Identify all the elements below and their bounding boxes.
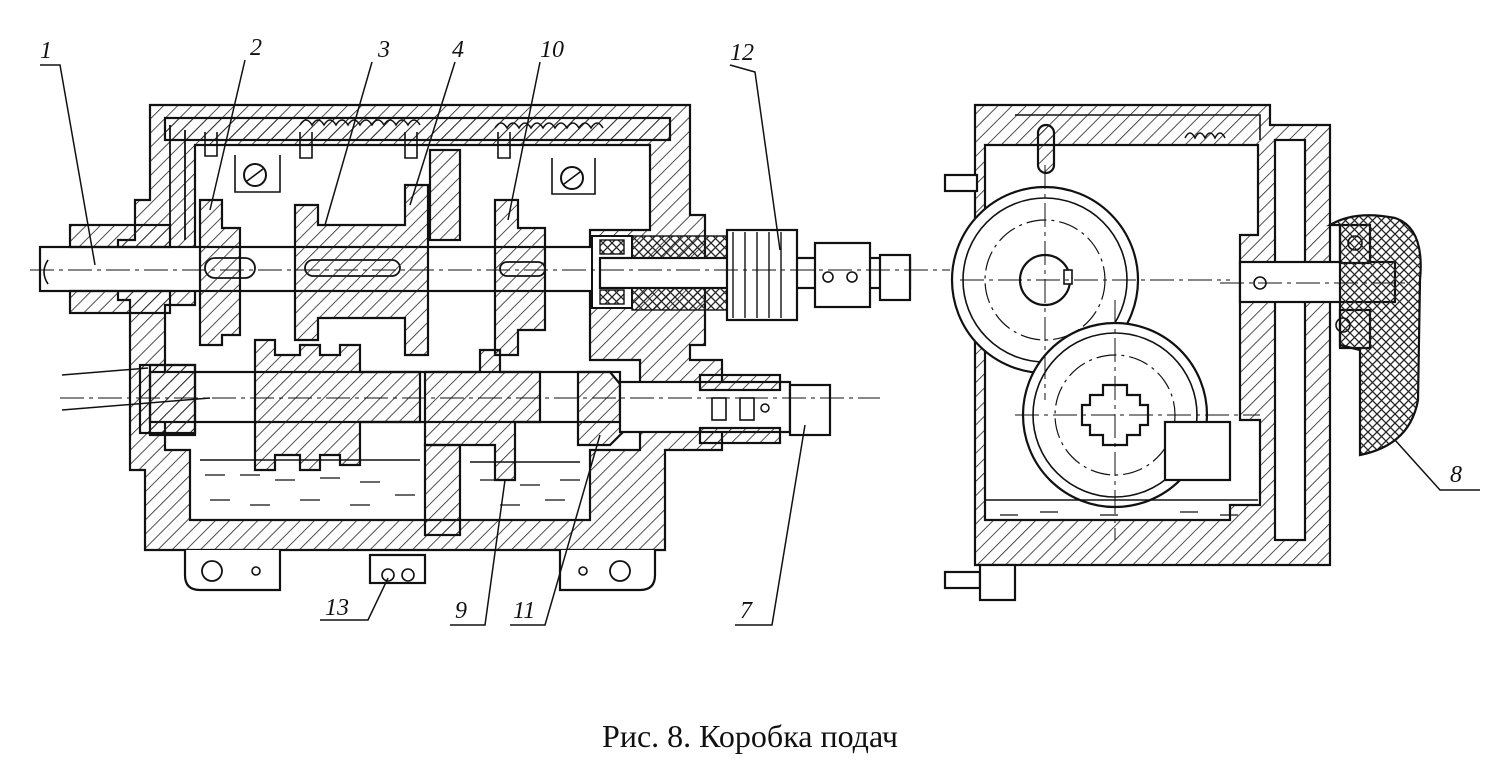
gear-10 bbox=[493, 198, 547, 357]
part-label-13: 13 bbox=[325, 595, 349, 621]
part-label-10: 10 bbox=[540, 37, 564, 63]
part-label-12: 12 bbox=[730, 40, 754, 66]
coupling-lower bbox=[788, 383, 832, 437]
inspection-hole-right bbox=[560, 166, 584, 190]
coupling-upper bbox=[813, 241, 872, 309]
leader-12 bbox=[729, 64, 781, 251]
part-label-8: 8 bbox=[1450, 462, 1462, 488]
leader-10 bbox=[507, 61, 541, 221]
part-label-2: 2 bbox=[250, 35, 262, 61]
gear-block-3-4 bbox=[293, 183, 430, 357]
inspection-hole-left bbox=[243, 163, 267, 187]
part-label-3: 3 bbox=[377, 37, 390, 63]
gear-9 bbox=[423, 348, 542, 482]
part-label-11: 11 bbox=[513, 598, 535, 624]
oil-level bbox=[200, 459, 580, 463]
figure-caption: Рис. 8. Коробка подач bbox=[602, 718, 898, 754]
internal-wall bbox=[428, 148, 462, 242]
leader-7 bbox=[735, 424, 806, 626]
leader-3 bbox=[324, 61, 373, 226]
gear-block-lower bbox=[253, 338, 422, 472]
cross-section-view bbox=[943, 103, 1480, 602]
leader-1 bbox=[40, 64, 96, 266]
part-label-4: 4 bbox=[452, 37, 464, 63]
cover-lip bbox=[169, 125, 186, 240]
leader-4 bbox=[409, 61, 456, 206]
internal-wall-lower bbox=[423, 443, 462, 537]
cover-spring-right bbox=[494, 122, 604, 130]
leader-8 bbox=[1394, 439, 1480, 491]
leader-13 bbox=[320, 577, 389, 621]
mounting-foot-right bbox=[558, 550, 657, 592]
handle-8 bbox=[1326, 214, 1422, 457]
leader-2 bbox=[209, 59, 246, 211]
leader-9 bbox=[450, 479, 506, 626]
leader-11 bbox=[510, 434, 601, 626]
feed-gearbox-drawing: 1 2 3 4 10 12 13 9 11 7 8 bbox=[30, 35, 1480, 626]
clutch-12 bbox=[725, 228, 799, 322]
clutch-11 bbox=[576, 370, 627, 447]
cover-spring bbox=[299, 119, 421, 127]
part-label-7: 7 bbox=[740, 598, 753, 624]
part-label-1: 1 bbox=[40, 38, 52, 64]
gear-2 bbox=[198, 198, 242, 347]
side-spring bbox=[1184, 132, 1226, 140]
drain-plug-13 bbox=[368, 553, 427, 585]
longitudinal-section-view bbox=[30, 59, 950, 626]
part-label-9: 9 bbox=[455, 598, 467, 624]
mounting-foot-left bbox=[183, 550, 282, 592]
